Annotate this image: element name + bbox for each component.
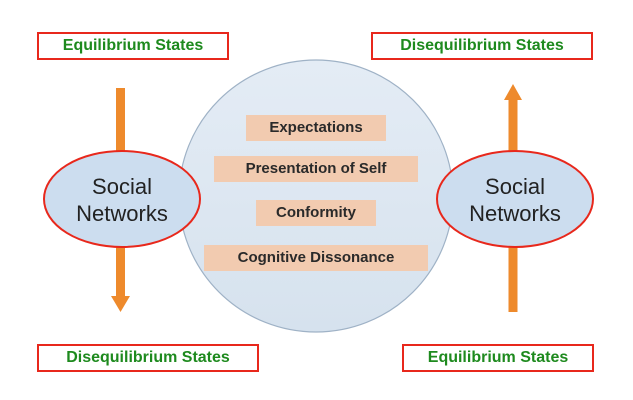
bottom-left-disequilibrium-box: Disequilibrium States — [37, 344, 259, 372]
top-left-equilibrium-box: Equilibrium States — [37, 32, 229, 60]
bottom-right-equilibrium-box: Equilibrium States — [402, 344, 594, 372]
left-network-ellipse — [43, 150, 201, 248]
right-social-networks-label: Social Networks — [430, 173, 600, 227]
left-network-line-1: Social — [92, 174, 152, 199]
left-network-line-2: Networks — [76, 201, 168, 226]
central-circle — [178, 59, 454, 333]
concept-presentation-of-self: Presentation of Self — [214, 156, 418, 182]
concept-cognitive-dissonance: Cognitive Dissonance — [204, 245, 428, 271]
right-network-line-2: Networks — [469, 201, 561, 226]
left-social-networks-label: Social Networks — [37, 173, 207, 227]
right-network-line-1: Social — [485, 174, 545, 199]
top-right-disequilibrium-box: Disequilibrium States — [371, 32, 593, 60]
right-network-ellipse — [436, 150, 594, 248]
concept-conformity: Conformity — [256, 200, 376, 226]
concept-expectations: Expectations — [246, 115, 386, 141]
